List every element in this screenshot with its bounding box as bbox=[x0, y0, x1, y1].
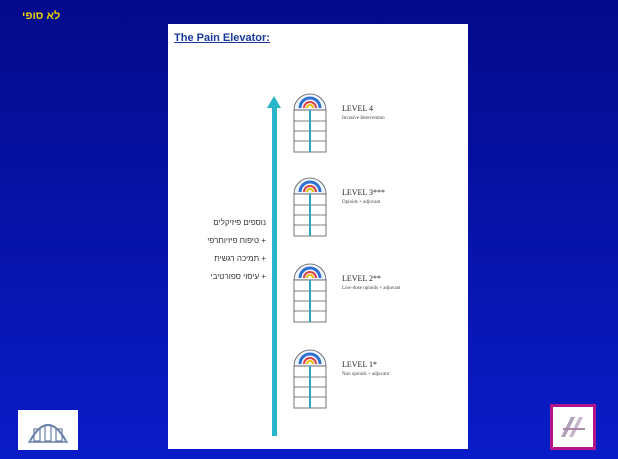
elevator-icon bbox=[293, 349, 327, 409]
treatment-item: + עיסוי ספורטיבי bbox=[210, 272, 267, 281]
level-label: LEVEL 1* bbox=[342, 360, 378, 369]
right-logo bbox=[550, 404, 596, 450]
elevator-icon bbox=[293, 93, 327, 153]
level-subtitle: Low-dose opioids + adjuvant bbox=[342, 286, 401, 291]
up-arrow-shaft bbox=[272, 106, 277, 436]
panel-title: The Pain Elevator: bbox=[174, 32, 270, 44]
level-subtitle: Opioids + adjuvant bbox=[342, 200, 381, 205]
up-arrow-head-icon bbox=[267, 96, 281, 108]
level-4: LEVEL 4 Invasive Intervention bbox=[286, 86, 466, 160]
level-subtitle: Non opioids + adjuvant bbox=[342, 372, 390, 377]
treatment-list: נוספים פיזיקלים + טיפוח פיזיותרפי + תמיכ… bbox=[174, 214, 266, 286]
pain-elevator-panel: The Pain Elevator: נוספים פיזיקלים + טיפ… bbox=[168, 24, 468, 449]
organization-logo-icon bbox=[561, 417, 585, 437]
elevator-icon bbox=[293, 177, 327, 237]
level-3: LEVEL 3*** Opioids + adjuvant bbox=[286, 170, 466, 244]
level-2: LEVEL 2** Low-dose opioids + adjuvant bbox=[286, 256, 466, 330]
institution-logo-icon bbox=[28, 424, 68, 443]
treatment-item: + תמיכה רגשית bbox=[214, 254, 266, 263]
level-label: LEVEL 2** bbox=[342, 274, 382, 283]
level-label: LEVEL 3*** bbox=[342, 188, 386, 197]
treatment-item: נוספים פיזיקלים bbox=[213, 218, 266, 227]
level-1: LEVEL 1* Non opioids + adjuvant bbox=[286, 342, 466, 416]
level-label: LEVEL 4 bbox=[342, 104, 374, 113]
level-subtitle: Invasive Intervention bbox=[342, 116, 385, 121]
slide-title: לא סופי bbox=[22, 10, 61, 22]
elevator-icon bbox=[293, 263, 327, 323]
left-logo bbox=[18, 410, 78, 450]
treatment-item: + טיפוח פיזיותרפי bbox=[207, 236, 266, 245]
